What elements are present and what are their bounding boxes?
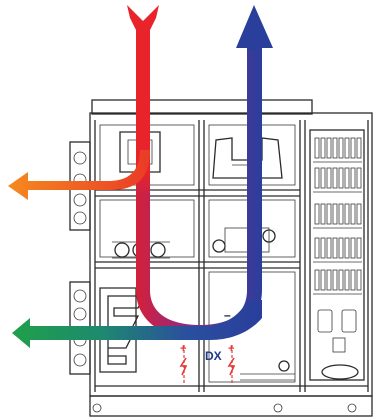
svg-text:+: +: [228, 343, 234, 355]
breaker-row: [313, 168, 362, 192]
breaker-row: [313, 270, 362, 294]
dx-label: DX: [205, 349, 222, 363]
condensate-tray: [240, 361, 295, 380]
breaker-row: [313, 238, 362, 262]
cabinet-lock: [322, 365, 358, 379]
breaker-row: [313, 138, 362, 162]
base-hole: [274, 404, 282, 412]
lightning-icon: [229, 358, 234, 375]
lightning-icon: [181, 358, 186, 375]
extract-air-arrow: [8, 150, 150, 200]
base-hole: [93, 404, 101, 412]
supply-stem: [247, 46, 262, 50]
heater-symbol-right: +: [228, 343, 234, 385]
top-rail: [92, 100, 312, 114]
svg-text:+: +: [180, 343, 186, 355]
control-cabinet: [310, 130, 364, 380]
heater-symbol-left: +: [180, 343, 186, 385]
base-frame: [90, 396, 372, 416]
supply-air-arrow: [236, 5, 273, 48]
base-hole: [348, 404, 356, 412]
breaker-row: [313, 204, 362, 228]
